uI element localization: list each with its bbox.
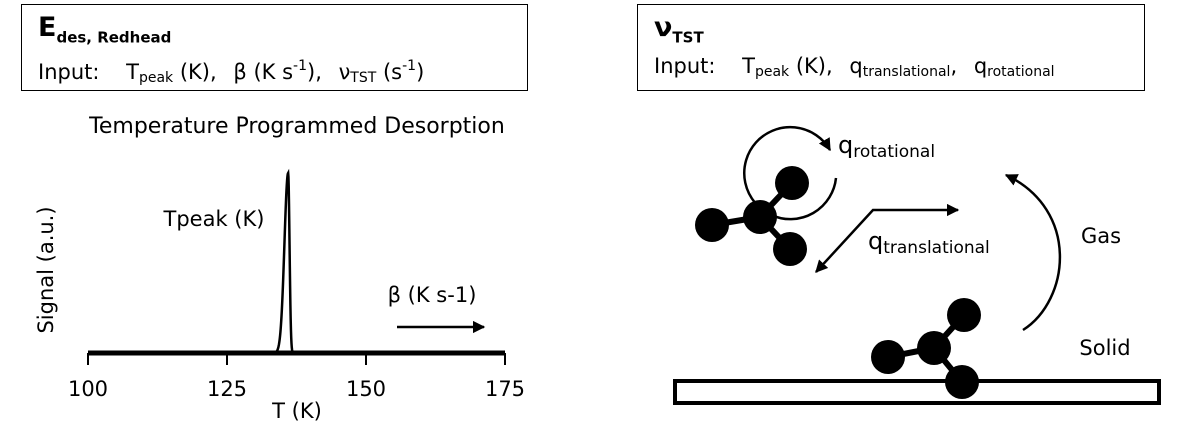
tpeak-label: Tpeak (K): [163, 207, 265, 231]
desorption-arrow: [1004, 173, 1062, 332]
x-ticks: 100 125 150 175: [68, 353, 525, 401]
x-tick-label: 100: [68, 377, 108, 401]
translational-label: qtranslational: [868, 227, 990, 258]
param-q-translational: qtranslational,: [849, 54, 958, 80]
tst-input-list: Input: Tpeak (K), qtranslational, qrotat…: [654, 51, 1055, 87]
solid-label: Solid: [1079, 336, 1130, 360]
beta-label: β (K s-1): [388, 283, 477, 307]
y-axis-label: Signal (a.u.): [34, 206, 58, 333]
tpd-input-box: Edes, Redhead Input: Tpeak (K), β (K s-1…: [21, 4, 528, 91]
tpd-input-list: Input: Tpeak (K), β (K s-1), νTST (s-1): [38, 51, 424, 93]
tpd-chart: Temperature Programmed Desorption Signal…: [34, 114, 525, 423]
gas-molecule: [695, 166, 809, 266]
input-label: Input:: [654, 54, 716, 78]
param-q-rotational: qrotational: [973, 54, 1055, 80]
tst-input-box: νTST Input: Tpeak (K), qtranslational, q…: [637, 4, 1145, 91]
x-axis-label: T (K): [271, 399, 322, 423]
rotational-label: qrotational: [838, 131, 935, 162]
tst-schematic: qrotational qtranslational Gas Solid: [673, 125, 1161, 405]
param-tpeak: Tpeak (K),: [742, 54, 833, 80]
translation-arrow: [815, 203, 960, 273]
chart-title: Temperature Programmed Desorption: [88, 114, 505, 139]
signal-peak: [260, 168, 299, 355]
nu-tst-title: νTST: [654, 12, 704, 47]
gas-label: Gas: [1081, 224, 1121, 248]
input-label: Input:: [38, 60, 100, 84]
adsorbed-molecule: [871, 298, 981, 399]
solid-surface: [673, 379, 1161, 405]
x-tick-label: 150: [346, 377, 386, 401]
param-nu-tst: νTST (s-1): [338, 58, 425, 86]
x-tick-label: 125: [207, 377, 247, 401]
edes-redhead-title: Edes, Redhead: [38, 12, 172, 47]
param-beta: β (K s-1),: [233, 58, 322, 84]
param-tpeak: Tpeak (K),: [126, 60, 217, 86]
x-tick-label: 175: [485, 377, 525, 401]
